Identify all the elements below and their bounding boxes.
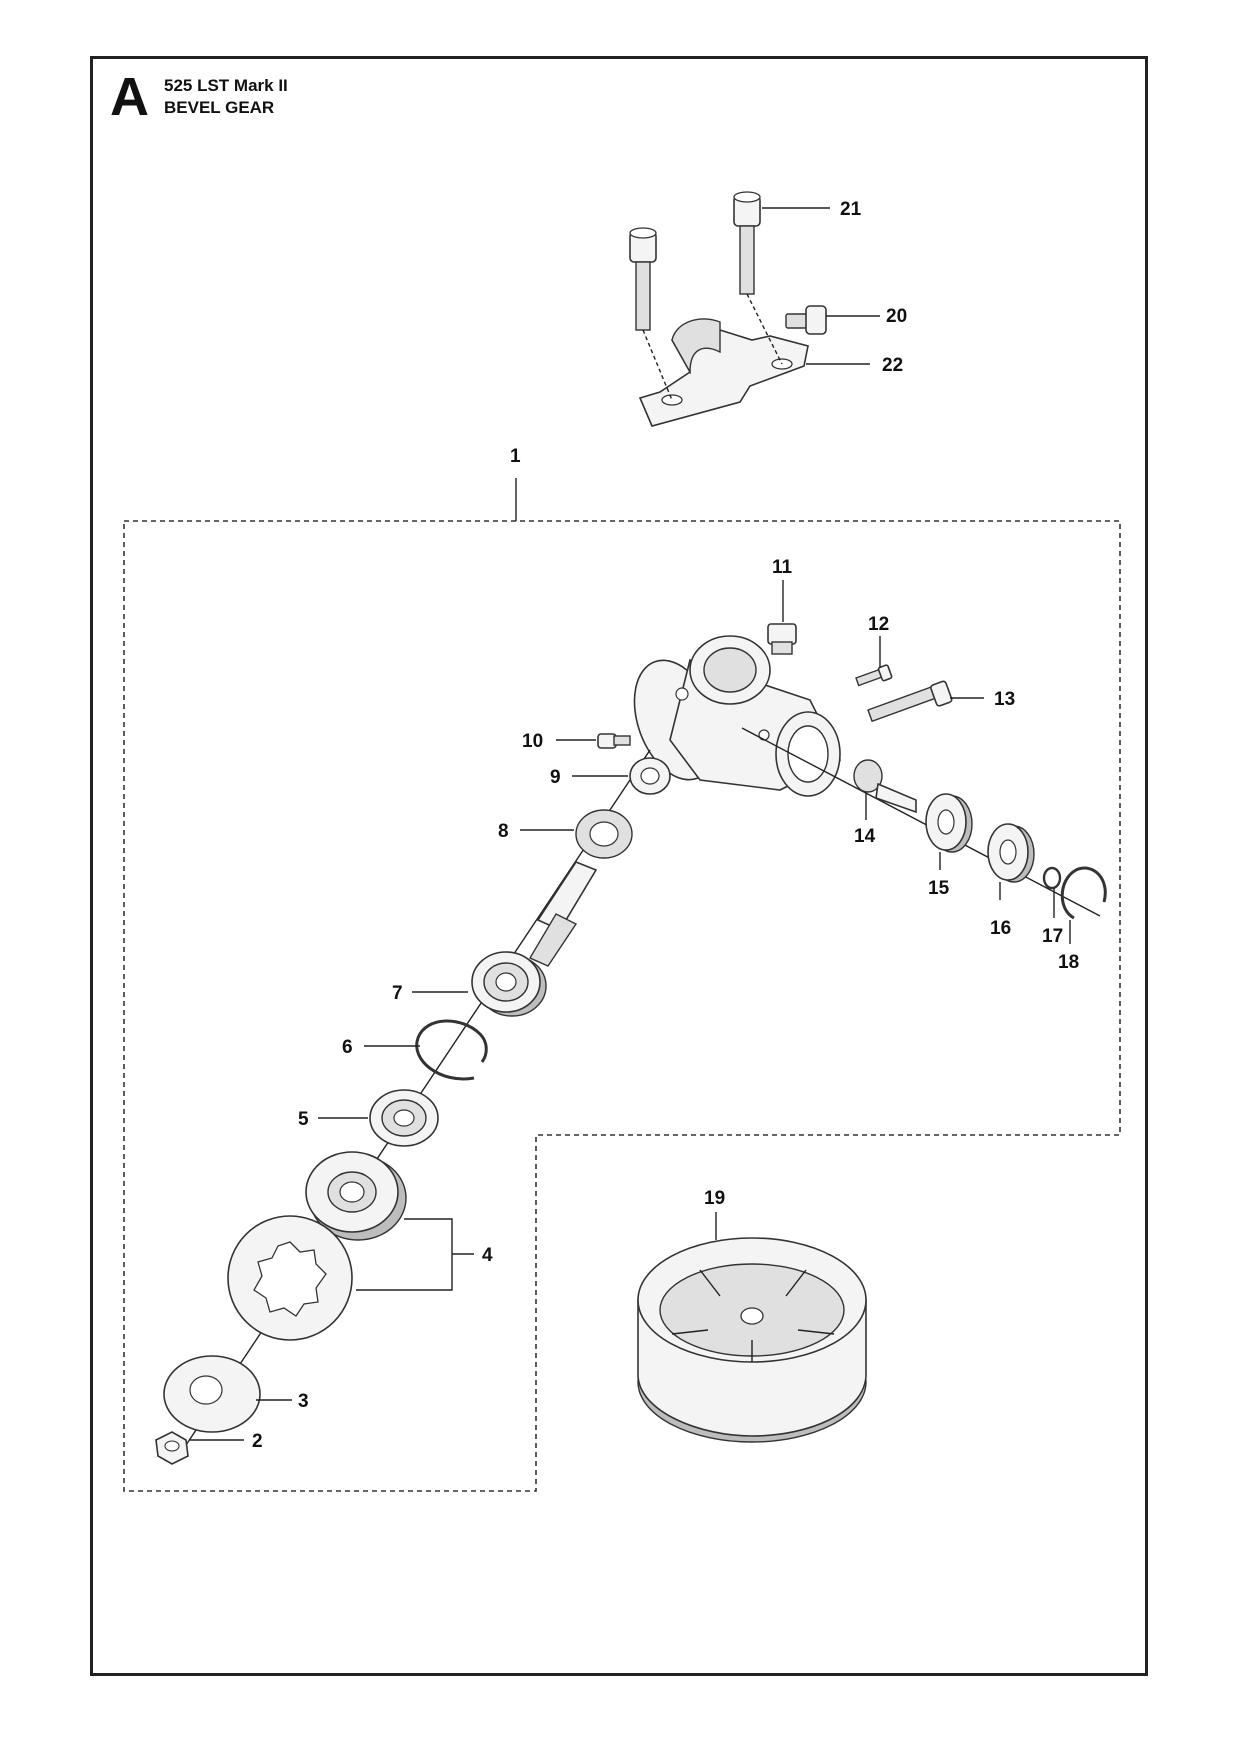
part-20-bolt: [785, 305, 827, 335]
callout-2: 2: [252, 1431, 263, 1452]
side-shaft-axis: [741, 727, 1101, 917]
callout-5: 5: [298, 1109, 309, 1130]
callout-13: 13: [994, 689, 1015, 710]
callout-4: 4: [482, 1245, 493, 1266]
part-6-circlip: [415, 1019, 488, 1081]
callout-9: 9: [550, 767, 561, 788]
part-22-clamp: [638, 318, 809, 427]
callout-6: 6: [342, 1037, 353, 1058]
callout-18: 18: [1058, 952, 1079, 973]
part-12-screw: [855, 664, 893, 687]
part-21-screw-left: [629, 227, 657, 331]
callout-15: 15: [928, 878, 950, 899]
axis-screw-right: [746, 293, 783, 365]
callout-7: 7: [392, 983, 403, 1004]
part-15-bearing: [925, 793, 973, 853]
part-2-nut: [155, 1431, 189, 1465]
assembly-boundary: [123, 520, 1121, 1492]
part-3-washer: [163, 1355, 261, 1433]
part-13-bolt: [867, 680, 953, 723]
callout-3: 3: [298, 1391, 309, 1412]
part-4-support-cup: [227, 1215, 353, 1341]
part-17-ring: [1042, 866, 1062, 890]
part-8-gear-shaft: [528, 809, 633, 967]
part-7-ball-bearing: [471, 951, 547, 1017]
callout-20: 20: [886, 306, 907, 327]
page-frame: [90, 56, 1148, 1676]
part-4-flange: [305, 1151, 407, 1241]
callout-12: 12: [868, 614, 889, 635]
part-5-seal: [369, 1089, 439, 1147]
part-16-bearing: [987, 823, 1035, 883]
callout-17: 17: [1042, 926, 1063, 947]
part-10-screw: [597, 733, 631, 749]
callout-14: 14: [854, 826, 876, 847]
callout-22: 22: [882, 355, 903, 376]
part-14-pinion: [853, 759, 917, 814]
callout-11: 11: [772, 557, 793, 578]
callout-16: 16: [990, 918, 1011, 939]
axis-screw-left: [642, 329, 673, 401]
part-21-screw-right: [733, 191, 761, 295]
section-letter: A: [110, 67, 149, 127]
callout-10: 10: [522, 731, 543, 752]
section-title: BEVEL GEAR: [164, 98, 275, 117]
part-18-circlip: [1060, 866, 1107, 920]
part-9-needle-bearing: [629, 757, 671, 795]
part-19-guard-cup: [637, 1237, 867, 1443]
callout-19: 19: [704, 1188, 725, 1209]
part-11-plug: [767, 623, 797, 655]
callout-1: 1: [510, 446, 521, 467]
callout-8: 8: [498, 821, 509, 842]
callout-21: 21: [840, 199, 862, 220]
model-name: 525 LST Mark II: [164, 76, 288, 95]
